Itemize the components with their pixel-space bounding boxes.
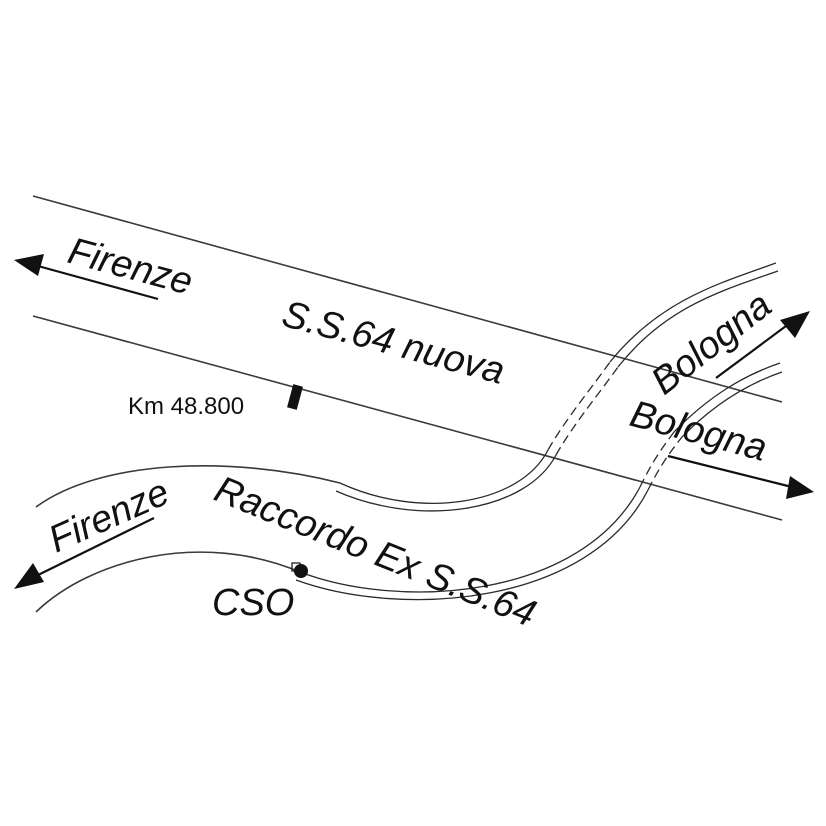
arrow-bologna-upper [715,311,810,379]
cso-point-icon [294,564,308,578]
ramp-lower-inner [295,489,649,601]
arrow-firenze-bottom [14,517,155,589]
label-bologna-upper: Bologna [644,284,780,403]
ramp-upper-end-outer [609,262,777,363]
ramp-upper-inner [335,454,557,512]
ramp-upper-end-inner [617,270,779,368]
ramp-lower-underpass-inner [647,436,683,491]
label-firenze-bottom: Firenze [43,471,176,561]
ramp-lower [295,362,783,601]
ss64-nuova-top-edge [32,195,783,403]
km-marker-icon [287,384,303,410]
label-cso: CSO [212,582,294,624]
raccordo-top-edge [35,465,341,508]
ramp-lower-end-outer [673,362,781,433]
arrow-head-right-icon [786,476,814,499]
label-km-marker: Km 48.800 [128,393,244,420]
arrow-head-left-icon [14,563,44,589]
ramp-lower-underpass-outer [639,431,675,488]
ramp-upper [335,262,779,512]
ss64-nuova-road [32,195,783,521]
label-ss64-nuova: S.S.64 nuova [278,293,509,393]
arrow-head-left-icon [14,254,44,276]
label-bologna-lower: Bologna [626,393,772,470]
arrow-firenze-top [14,254,159,301]
ramp-lower-outer [299,486,641,593]
raccordo-road [35,465,341,613]
ramp-upper-underpass-inner [555,366,619,456]
ramp-upper-underpass-outer [547,361,611,451]
ss64-nuova-bottom-edge [32,315,783,521]
arrow-head-right-icon [780,311,810,338]
ramp-lower-end-inner [681,371,783,438]
raccordo-bottom-edge [35,551,301,613]
arrow-bologna-lower [667,454,814,499]
ramp-upper-outer [339,449,549,504]
